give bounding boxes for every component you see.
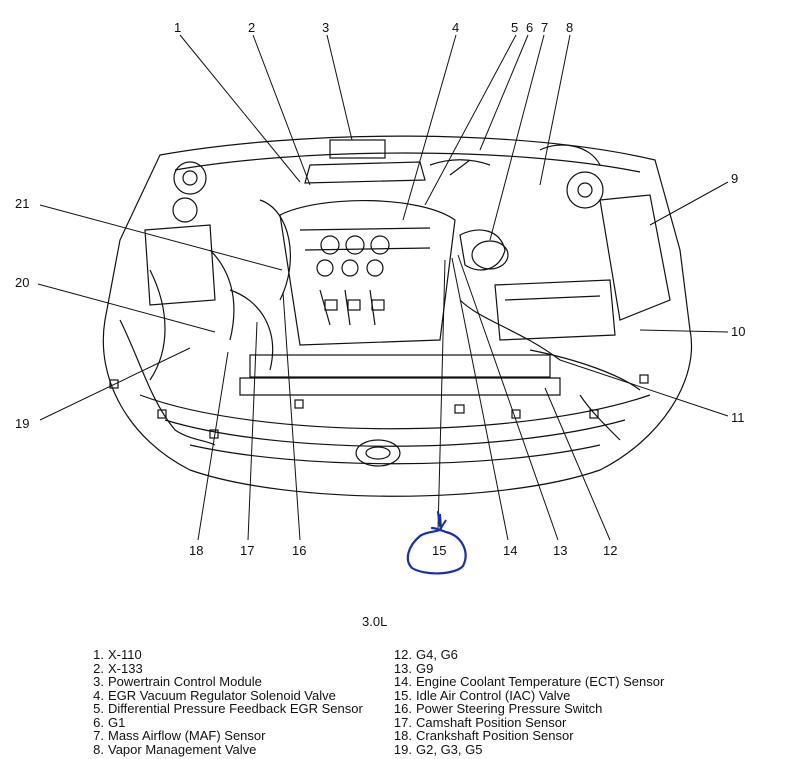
callout-5: 5 (511, 20, 519, 35)
legend-item: 7.Mass Airflow (MAF) Sensor (93, 728, 266, 743)
callout-13: 13 (553, 543, 568, 558)
callout-6: 6 (526, 20, 534, 35)
callout-18: 18 (189, 543, 204, 558)
engine-caption: 3.0L (362, 614, 388, 629)
engine-line-drawing (102, 135, 692, 497)
legend-item: 6.G1 (93, 714, 126, 730)
legend-item: 16.Power Steering Pressure Switch (393, 701, 603, 716)
legend-item: 18.Crankshaft Position Sensor (393, 728, 574, 743)
annotation-tick (439, 513, 447, 532)
legend-item: 1.X-110 (93, 647, 142, 662)
legend-item: 17.Camshaft Position Sensor (393, 714, 567, 730)
legend-item: 14.Engine Coolant Temperature (ECT) Sens… (393, 674, 665, 689)
legend-item: 4.EGR Vacuum Regulator Solenoid Valve (93, 687, 336, 703)
callout-17: 17 (240, 543, 255, 558)
callout-10: 10 (731, 324, 746, 339)
callout-2: 2 (248, 20, 256, 35)
legend-left: 1.X-110 2.X-133 3.Powertrain Control Mod… (84, 648, 363, 756)
callout-21: 21 (15, 196, 30, 211)
leader-lines (37, 34, 729, 541)
legend-item: 15.Idle Air Control (IAC) Valve (393, 687, 571, 703)
legend-item: 19.G2, G3, G5 (393, 741, 483, 757)
legend-item: 13.G9 (393, 660, 434, 676)
callout-11: 11 (731, 410, 745, 425)
callout-15: 15 (432, 543, 447, 558)
legend-right: 12.G4, G6 13.G9 14.Engine Coolant Temper… (384, 648, 664, 756)
legend-item: 12.G4, G6 (393, 647, 458, 662)
callout-3: 3 (322, 20, 330, 35)
callout-1: 1 (174, 20, 182, 35)
callout-14: 14 (503, 543, 518, 558)
legend-item: 8.Vapor Management Valve (93, 741, 257, 757)
engine-compartment-diagram (37, 34, 729, 575)
callout-8: 8 (566, 20, 574, 35)
legend-item: 3.Powertrain Control Module (93, 674, 262, 689)
callout-9: 9 (731, 171, 739, 186)
legend-item: 2.X-133 (93, 660, 143, 676)
callout-19: 19 (15, 416, 30, 431)
callout-20: 20 (15, 275, 30, 290)
callout-4: 4 (452, 20, 460, 35)
callout-16: 16 (292, 543, 307, 558)
callout-12: 12 (603, 543, 618, 558)
callout-7: 7 (541, 20, 549, 35)
hand-drawn-circle-annotation (406, 510, 467, 575)
legend-item: 5.Differential Pressure Feedback EGR Sen… (93, 701, 363, 716)
